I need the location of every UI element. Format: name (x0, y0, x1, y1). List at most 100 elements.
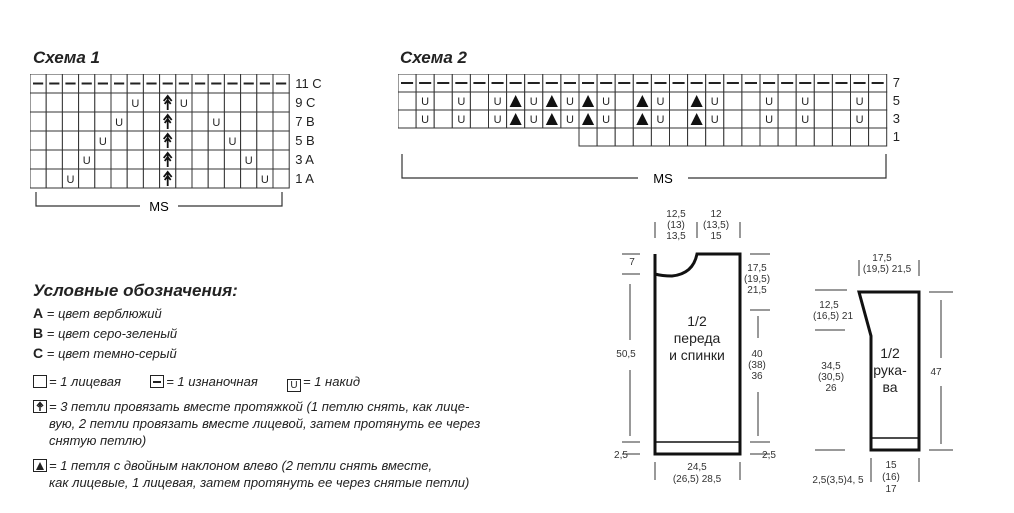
scheme1-row-label: 1 A (295, 171, 314, 186)
body-hem-left: 2,5 (614, 450, 628, 461)
scheme2-cell (578, 127, 598, 147)
yarn-over-mark: U (566, 96, 574, 108)
yarn-over-mark: U (99, 136, 107, 148)
scheme1-cell (142, 111, 161, 132)
scheme1-cell (256, 130, 274, 151)
yarn-over-mark: U (765, 114, 773, 126)
sleeve-bottom-3: 17 (885, 484, 897, 495)
scheme1-cell (126, 168, 144, 189)
scheme1-cell (94, 149, 112, 170)
scheme1-cell (240, 168, 258, 189)
double-decrease-mark (509, 95, 522, 107)
scheme2-cell (831, 109, 851, 129)
yarn-over-mark: U (261, 174, 269, 186)
sleeve-piece-label: 1/2 рука- ва (868, 345, 912, 396)
yarn-over-mark: U (801, 114, 809, 126)
scheme2-cell (705, 127, 725, 147)
scheme2-row-label: 5 (893, 93, 900, 108)
legend-sk2p-text-1: = 1 петля с двойным наклоном влево (2 пе… (49, 458, 433, 473)
body-label-3: и спинки (669, 347, 725, 363)
legend-cdd-text-3: снятую петлю) (49, 433, 147, 448)
scheme1-ms-label: MS (149, 199, 169, 214)
scheme2-cell (795, 127, 815, 147)
scheme1-cell (240, 92, 258, 113)
sleeve-side-2: (30,5) (817, 372, 845, 383)
sleeve-hem-left: 2,5(3,5)4, 5 (812, 475, 864, 486)
scheme2-cell (831, 91, 851, 111)
scheme1-cell (223, 168, 242, 189)
scheme2-cell (596, 127, 616, 147)
scheme2-cell (632, 127, 652, 147)
yarn-over-mark: U (711, 96, 719, 108)
body-top-right-3: 15 (710, 231, 722, 242)
double-decrease-mark (690, 95, 703, 107)
legend-purl-text: = 1 изнаночная (166, 374, 258, 389)
yarn-over-mark: U (457, 114, 465, 126)
legend-color-a-key: A (33, 305, 44, 321)
double-decrease-mark (636, 95, 649, 107)
scheme2-cell (850, 127, 870, 147)
scheme1-cell (45, 149, 63, 170)
scheme2-cell (433, 109, 453, 129)
legend-sk2p: = 1 петля с двойным наклоном влево (2 пе… (33, 457, 432, 474)
scheme1-cell (272, 149, 290, 170)
double-decrease-mark (545, 113, 558, 125)
scheme2-cell (669, 127, 689, 147)
scheme2-cell (777, 127, 797, 147)
scheme2-cell (723, 127, 743, 147)
body-armhole-1: 17,5 (747, 263, 767, 274)
body-side-2: (38) (748, 360, 766, 371)
body-bottom-1: 24,5 (687, 462, 707, 473)
sleeve-diagram (815, 260, 953, 482)
yarn-over-mark: U (67, 174, 75, 186)
sleeve-bottom-1: 15 (885, 460, 897, 471)
yarn-over-mark: U (602, 96, 610, 108)
legend-color-a-text: = цвет верблюжий (46, 306, 162, 321)
scheme1-cell (30, 92, 47, 113)
scheme2-cell (813, 127, 833, 147)
sleeve-label-1: 1/2 (880, 345, 900, 361)
scheme2-cell (433, 91, 453, 111)
body-top-right-1: 12 (710, 209, 722, 220)
scheme1-cell (142, 130, 161, 151)
scheme2-cell (741, 127, 761, 147)
scheme1-cell (110, 92, 128, 113)
body-label-2: переда (673, 330, 721, 346)
yarn-over-symbol-icon: U (287, 379, 302, 392)
body-armhole-2: (19,5) (743, 274, 771, 285)
yarn-over-mark: U (566, 114, 574, 126)
legend-color-c-key: C (33, 345, 44, 361)
scheme1-cell (45, 130, 63, 151)
scheme2-cell (669, 109, 689, 129)
scheme1-cell (126, 130, 144, 151)
body-neck-depth: 7 (629, 257, 635, 268)
scheme1-cell (256, 92, 274, 113)
scheme2-row-label: 3 (893, 111, 900, 126)
scheme2-cell (469, 109, 490, 129)
scheme1-row-label: 9 C (295, 95, 315, 110)
scheme1-cell (94, 111, 112, 132)
scheme2-cell (741, 109, 761, 129)
body-bottom-2: (26,5) 28,5 (672, 474, 722, 485)
yarn-over-mark: U (765, 96, 773, 108)
scheme1-cell (78, 92, 96, 113)
yarn-over-mark: U (602, 114, 610, 126)
body-piece-label: 1/2 переда и спинки (662, 313, 732, 364)
cdd-mark (162, 170, 173, 186)
purl-symbol-icon (150, 375, 165, 388)
sleeve-total-height: 47 (930, 367, 942, 378)
legend-color-a: A = цвет верблюжий (33, 305, 162, 322)
scheme2-cell (398, 109, 417, 129)
yarn-over-mark: U (115, 117, 123, 129)
scheme2-cell (687, 127, 707, 147)
legend-color-b-key: B (33, 325, 44, 341)
legend-cdd: = 3 петли провязать вместе протяжкой (1 … (33, 398, 469, 415)
cdd-mark (162, 151, 173, 167)
scheme2-ms-bracket (401, 154, 887, 179)
scheme2-cell (777, 109, 797, 129)
cdd-mark (162, 132, 173, 148)
body-top-left-1: 12,5 (666, 209, 686, 220)
scheme1-cell (110, 168, 128, 189)
